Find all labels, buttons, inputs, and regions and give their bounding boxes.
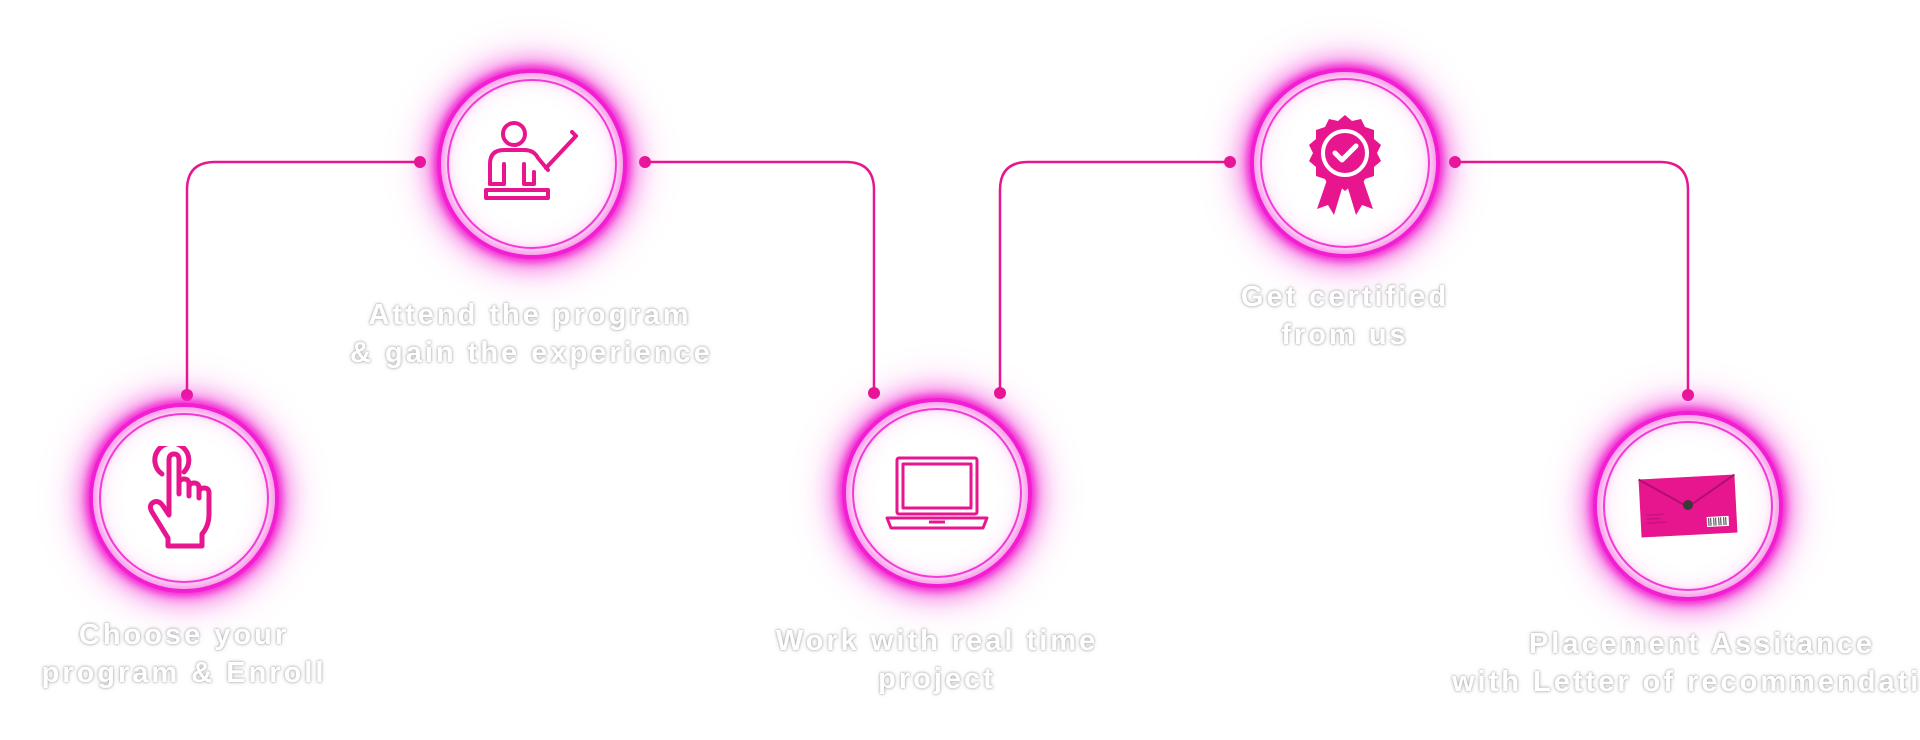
connector-dot: [414, 156, 426, 168]
step-1-caption-line-2: program & Enroll: [41, 657, 327, 689]
envelope-icon: [1638, 473, 1738, 538]
connector-dot: [868, 387, 880, 399]
connector-4-5: [1455, 160, 1690, 395]
step-4-caption-line-2: from us: [1281, 319, 1409, 351]
connector-dot: [1449, 156, 1461, 168]
connector-1-2: [185, 160, 420, 395]
step-4-caption: Get certified from us: [1165, 278, 1525, 354]
step-3-caption-line-1: Work with real time: [775, 625, 1099, 657]
step-2-caption-line-2: & gain the experience: [350, 337, 713, 369]
step-1-circle: [89, 403, 279, 593]
connector-dot: [1682, 389, 1694, 401]
step-1-caption-line-1: Choose your: [78, 619, 290, 651]
laptop-icon: [885, 456, 989, 530]
step-3-circle: [842, 398, 1032, 588]
connector-dot: [1224, 156, 1236, 168]
step-2-caption-line-1: Attend the program: [368, 299, 692, 331]
step-3-caption-line-2: project: [878, 663, 996, 695]
connector-dot: [181, 389, 193, 401]
connector-3-4: [998, 160, 1230, 393]
step-5-circle: [1593, 411, 1783, 601]
step-4-circle: [1250, 68, 1440, 258]
presenter-icon: [484, 121, 578, 200]
connector-dot: [994, 387, 1006, 399]
connector-2-3: [645, 160, 876, 393]
step-1-caption: Choose your program & Enroll: [4, 616, 364, 692]
connector-dot: [639, 156, 651, 168]
certificate-badge-icon: [1309, 115, 1381, 215]
step-3-caption: Work with real time project: [757, 622, 1117, 698]
step-2-circle: [437, 69, 627, 259]
step-2-caption: Attend the program & gain the experience: [350, 296, 710, 372]
step-5-caption: Placement Assitance with Letter of recom…: [1452, 625, 1920, 701]
step-4-caption-line-1: Get certified: [1240, 281, 1450, 313]
hand-pointer-icon: [147, 446, 212, 549]
step-5-caption-line-2: with Letter of recommendation: [1452, 666, 1920, 698]
step-5-caption-line-1: Placement Assitance: [1528, 628, 1876, 660]
